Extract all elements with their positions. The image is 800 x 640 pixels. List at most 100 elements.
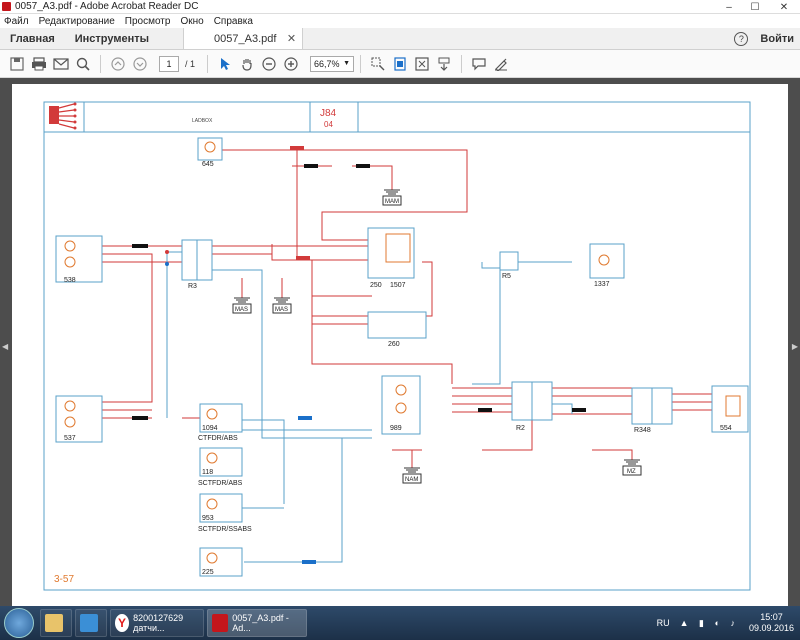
language-indicator[interactable]: RU	[656, 618, 670, 628]
right-panel-toggle-icon[interactable]: ▶	[791, 342, 798, 351]
component-537	[55, 395, 103, 443]
component-118	[199, 447, 243, 477]
ground-mas-label: MAS	[235, 307, 248, 313]
taskbar: Y 8200127629 датчи... 0057_A3.pdf - Ad..…	[0, 606, 800, 640]
mail-icon[interactable]	[50, 53, 72, 75]
tab-bar: Главная Инструменты 0057_A3.pdf ✕ ? Войт…	[0, 28, 800, 50]
clock[interactable]: 15:07 09.09.2016	[749, 612, 794, 634]
media-player-icon	[80, 614, 98, 632]
component-label: 260	[388, 341, 400, 348]
menu-edit[interactable]: Редактирование	[38, 15, 115, 27]
component-645	[197, 137, 223, 161]
diagram-frame	[43, 101, 751, 591]
select-cursor-icon[interactable]	[214, 53, 236, 75]
toolbar-divider	[360, 54, 362, 73]
ground-mam-label: MAM	[385, 199, 399, 205]
component-label: 250	[370, 282, 382, 289]
zoom-in-icon[interactable]	[280, 53, 302, 75]
acrobat-icon	[212, 614, 229, 632]
scroll-mode-icon[interactable]	[433, 53, 455, 75]
marquee-zoom-icon[interactable]	[367, 53, 389, 75]
document-viewport[interactable]: ◀ ▶ LADBOX J84 04 3-57	[0, 78, 800, 606]
connector-label: R3	[188, 283, 197, 290]
diagram-logo-icon	[49, 102, 77, 130]
header-label: LADBOX	[192, 118, 213, 124]
menu-file[interactable]: Файл	[4, 15, 29, 27]
fit-page-icon[interactable]	[389, 53, 411, 75]
taskbar-reader-label: 0057_A3.pdf - Ad...	[232, 613, 289, 633]
taskbar-browser[interactable]: Y 8200127629 датчи...	[110, 609, 204, 637]
component-label: 1337	[594, 281, 610, 288]
search-icon[interactable]	[72, 53, 94, 75]
fullscreen-icon[interactable]	[411, 53, 433, 75]
page-total-label: / 1	[185, 58, 196, 69]
connector-r5	[499, 251, 519, 271]
component-label: 989	[390, 425, 402, 432]
component-1337	[589, 243, 625, 279]
minimize-button[interactable]: –	[726, 1, 732, 13]
connector-label: R2	[516, 425, 525, 432]
page-number-input[interactable]: 1	[159, 55, 179, 72]
left-panel-toggle-icon[interactable]: ◀	[2, 342, 9, 351]
component-label: 554	[720, 425, 732, 432]
connector-label: R348	[634, 427, 651, 434]
component-label: 953	[202, 515, 214, 522]
component-label: 118	[202, 469, 213, 476]
page-down-icon[interactable]	[129, 53, 151, 75]
splice-markers	[132, 146, 586, 564]
tab-tools[interactable]: Инструменты	[74, 32, 150, 45]
component-953	[199, 493, 243, 523]
title-bar: 0057_A3.pdf - Adobe Acrobat Reader DC – …	[0, 0, 800, 14]
page-code-top: J84	[320, 108, 337, 119]
close-button[interactable]: ✕	[779, 1, 789, 13]
help-icon[interactable]: ?	[734, 32, 749, 46]
component-260	[367, 311, 427, 339]
sign-icon[interactable]	[490, 53, 512, 75]
sign-in-button[interactable]: Войти	[760, 33, 794, 45]
zoom-value: 66,7%	[314, 58, 340, 69]
ground-nam-label: NAM	[405, 477, 418, 483]
component-label: 645	[202, 161, 214, 168]
save-icon[interactable]	[6, 53, 28, 75]
clock-date: 09.09.2016	[748, 623, 794, 633]
toolbar-divider	[100, 54, 101, 73]
tab-home[interactable]: Главная	[10, 32, 55, 45]
zoom-out-icon[interactable]	[258, 53, 280, 75]
taskbar-reader[interactable]: 0057_A3.pdf - Ad...	[207, 609, 307, 637]
close-tab-icon[interactable]: ✕	[286, 33, 297, 45]
component-554	[711, 385, 749, 433]
taskbar-browser-label: 8200127629 датчи...	[133, 613, 184, 633]
component-caption: SCTFDR/ABS	[198, 480, 243, 487]
start-button[interactable]	[4, 608, 34, 638]
component-538	[55, 235, 103, 283]
page-up-icon[interactable]	[107, 53, 129, 75]
pdf-page: LADBOX J84 04 3-57	[12, 84, 788, 606]
maximize-button[interactable]: ☐	[750, 1, 760, 13]
tray-icons[interactable]: ▲ ▮ ◐ ♪	[679, 617, 739, 628]
page-code-bottom: 04	[324, 120, 333, 129]
wiring-diagram: LADBOX J84 04 3-57	[43, 101, 751, 591]
component-caption: SCTFDR/SSABS	[198, 526, 252, 533]
toolbar: 1 / 1 66,7% ▼	[0, 50, 800, 78]
menu-bar: Файл Редактирование Просмотр Окно Справк…	[0, 14, 800, 28]
taskbar-media[interactable]	[75, 609, 107, 637]
hand-tool-icon[interactable]	[236, 53, 258, 75]
ground-symbols	[234, 189, 640, 473]
toolbar-divider	[461, 54, 463, 73]
zoom-select[interactable]: 66,7% ▼	[310, 55, 355, 72]
blue-wires	[166, 251, 622, 563]
print-icon[interactable]	[28, 53, 50, 75]
menu-window[interactable]: Окно	[180, 15, 204, 27]
acrobat-icon	[2, 2, 11, 11]
component-label: 1094	[202, 425, 218, 432]
taskbar-explorer[interactable]	[40, 609, 72, 637]
window-title: 0057_A3.pdf - Adobe Acrobat Reader DC	[15, 1, 199, 12]
menu-view[interactable]: Просмотр	[124, 15, 171, 27]
comment-icon[interactable]	[468, 53, 490, 75]
system-tray: RU ▲ ▮ ◐ ♪ 15:07 09.09.2016	[657, 606, 794, 640]
tab-document[interactable]: 0057_A3.pdf ✕	[183, 28, 304, 49]
menu-help[interactable]: Справка	[213, 15, 253, 27]
page-number: 3-57	[54, 574, 74, 585]
connector-label: R5	[502, 273, 511, 280]
ground-mz-label: MZ	[627, 469, 636, 475]
